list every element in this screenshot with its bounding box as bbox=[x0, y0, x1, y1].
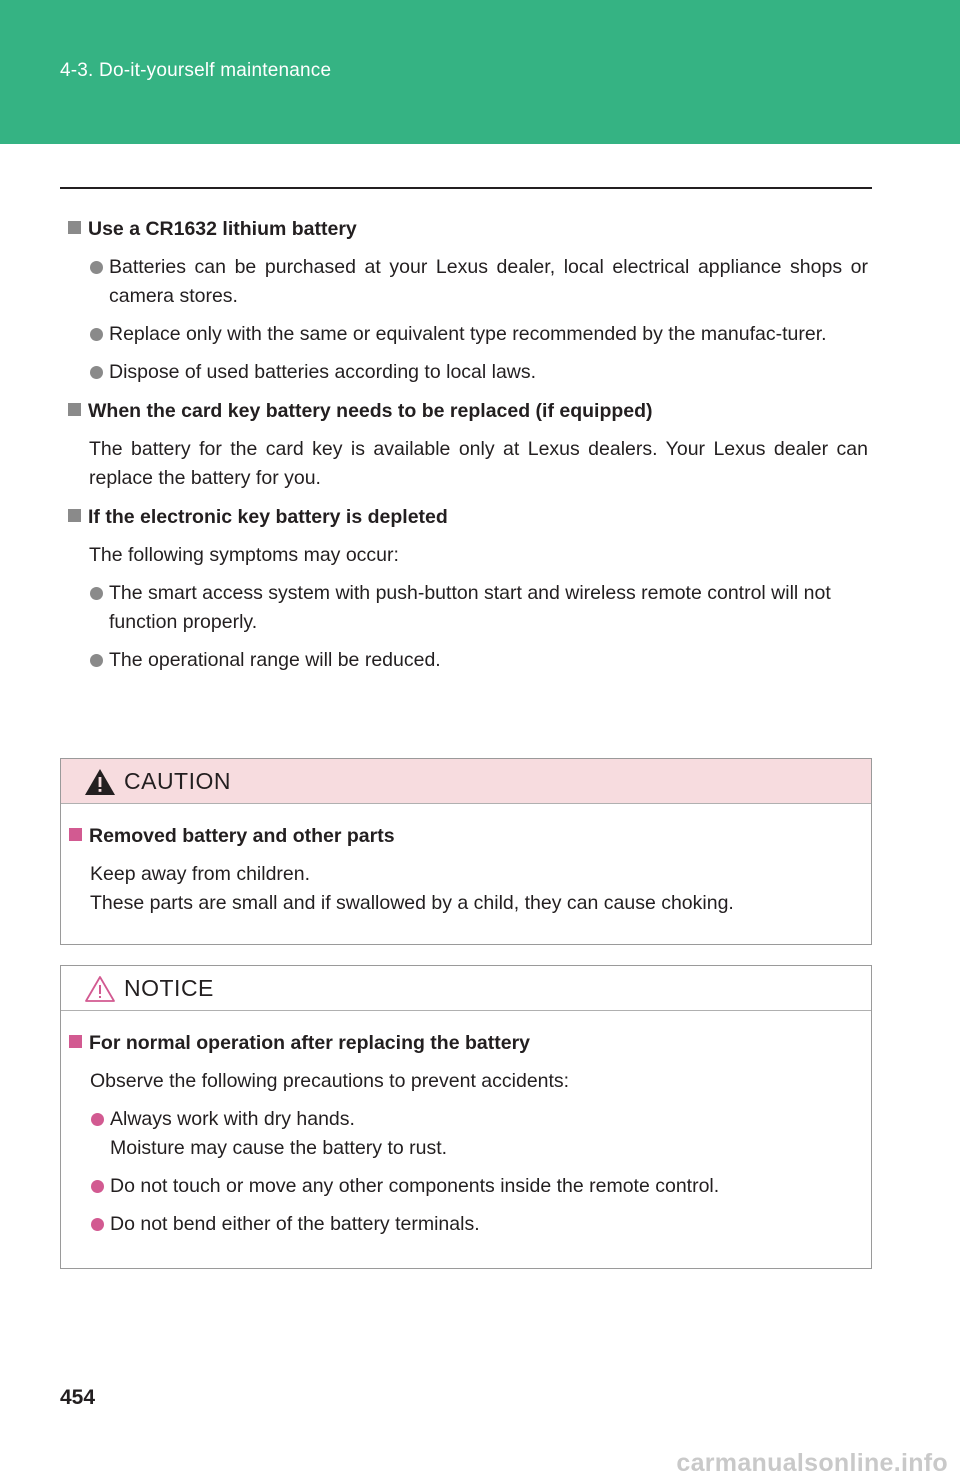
caution-title: CAUTION bbox=[124, 768, 231, 794]
list-item: Do not bend either of the battery termin… bbox=[69, 1210, 863, 1239]
caution-heading: Removed battery and other parts bbox=[69, 821, 863, 851]
list-item: The smart access system with push-button… bbox=[68, 579, 868, 637]
round-bullet-icon bbox=[90, 328, 103, 341]
divider-rule bbox=[60, 187, 872, 189]
notice-body: For normal operation after replacing the… bbox=[61, 1011, 871, 1256]
round-bullet-icon bbox=[90, 261, 103, 274]
list-item: Do not touch or move any other component… bbox=[69, 1172, 863, 1201]
square-bullet-icon bbox=[68, 509, 81, 522]
caution-box: CAUTION Removed battery and other parts … bbox=[60, 758, 872, 945]
round-bullet-icon bbox=[90, 587, 103, 600]
notice-box: NOTICE For normal operation after replac… bbox=[60, 965, 872, 1269]
round-bullet-icon bbox=[90, 654, 103, 667]
round-bullet-icon bbox=[91, 1113, 104, 1126]
watermark: carmanualsonline.info bbox=[676, 1449, 948, 1477]
warning-triangle-icon bbox=[85, 769, 115, 795]
square-bullet-icon bbox=[68, 403, 81, 416]
round-bullet-icon bbox=[91, 1218, 104, 1231]
caution-text: Keep away from children. These parts are… bbox=[90, 863, 734, 914]
header-band: 4-3. Do-it-yourself maintenance bbox=[0, 0, 960, 144]
section-heading: When the card key battery needs to be re… bbox=[68, 396, 868, 426]
notice-header: NOTICE bbox=[61, 966, 871, 1011]
section-title: 4-3. Do-it-yourself maintenance bbox=[60, 60, 332, 81]
notice-heading: For normal operation after replacing the… bbox=[69, 1028, 863, 1058]
body-paragraph: The following symptoms may occur: bbox=[89, 544, 399, 566]
main-content: Use a CR1632 lithium battery Batteries c… bbox=[68, 214, 868, 684]
round-bullet-icon bbox=[90, 366, 103, 379]
notice-title: NOTICE bbox=[124, 975, 214, 1001]
body-paragraph: Observe the following precautions to pre… bbox=[90, 1070, 570, 1092]
section-heading: If the electronic key battery is deplete… bbox=[68, 502, 868, 532]
square-bullet-icon bbox=[68, 221, 81, 234]
list-item: Always work with dry hands. Moisture may… bbox=[69, 1105, 863, 1163]
list-item: Batteries can be purchased at your Lexus… bbox=[68, 253, 868, 311]
list-item: Replace only with the same or equivalent… bbox=[68, 320, 868, 349]
caution-header: CAUTION bbox=[61, 759, 871, 804]
round-bullet-icon bbox=[91, 1180, 104, 1193]
notice-triangle-icon bbox=[85, 976, 115, 1002]
section-heading: Use a CR1632 lithium battery bbox=[68, 214, 868, 244]
body-paragraph: The battery for the card key is availabl… bbox=[89, 438, 868, 489]
square-bullet-icon bbox=[69, 1035, 82, 1048]
page-number: 454 bbox=[60, 1386, 96, 1409]
list-item: The operational range will be reduced. bbox=[68, 646, 868, 675]
caution-body: Removed battery and other parts Keep awa… bbox=[61, 804, 871, 926]
list-item: Dispose of used batteries according to l… bbox=[68, 358, 868, 387]
square-bullet-icon bbox=[69, 828, 82, 841]
